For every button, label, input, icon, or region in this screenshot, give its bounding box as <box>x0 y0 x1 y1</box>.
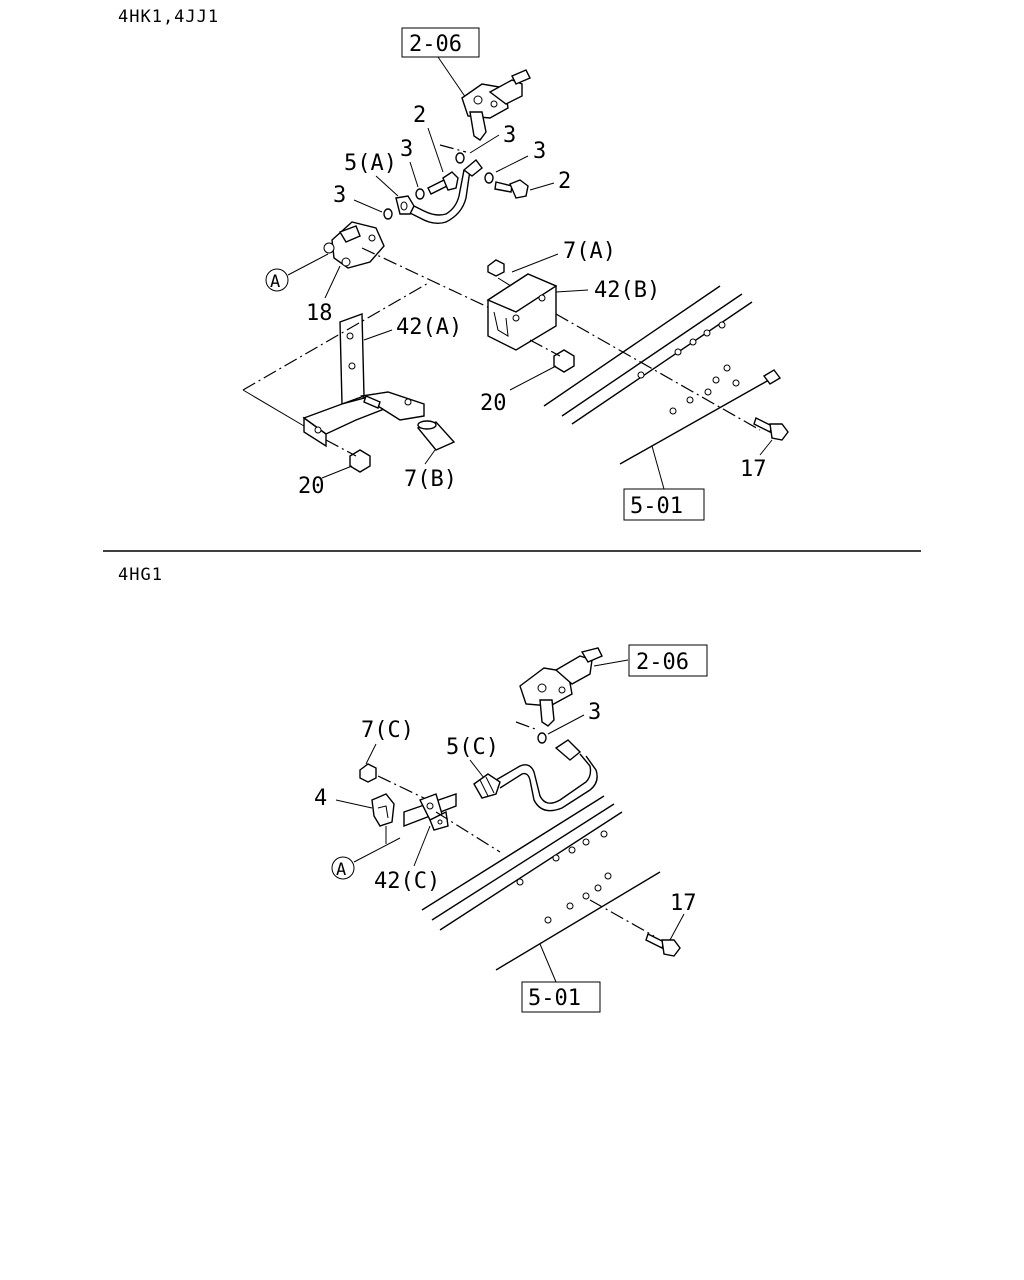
washer-3-d <box>383 208 393 220</box>
ref-5-01-top: 5-01 <box>630 494 683 519</box>
fitting-5c <box>473 773 501 799</box>
label-7b: 7(B) <box>404 467 457 492</box>
leader-2-06-bottom <box>593 659 629 667</box>
label-4: 4 <box>314 786 327 811</box>
washer-3-b <box>415 188 425 200</box>
fitting-5a <box>395 195 415 215</box>
leader-18 <box>324 265 341 299</box>
leader-17-top <box>759 439 773 456</box>
label-42c: 42(C) <box>374 869 440 894</box>
leader-3-mid <box>409 161 419 188</box>
ref-5-01-bottom: 5-01 <box>528 986 581 1011</box>
label-20-right: 20 <box>480 391 507 416</box>
ref-2-06-top: 2-06 <box>409 32 462 57</box>
brake-pipe-top <box>403 169 471 225</box>
label-circle-a-top: A <box>270 272 280 292</box>
bracket-42b <box>486 273 558 351</box>
ref-2-06-bottom: 2-06 <box>636 650 689 675</box>
leader-circle-a-top <box>287 253 329 276</box>
bracket-42c <box>403 793 457 831</box>
label-42b: 42(B) <box>594 278 660 303</box>
ref-box-2-06-top <box>401 27 480 58</box>
label-3-bottom: 3 <box>588 700 601 725</box>
leader-2-right <box>529 182 555 191</box>
circle-a-bottom <box>331 856 355 880</box>
leader-20-right <box>509 365 557 391</box>
nut-20-right <box>553 349 575 373</box>
bracket-42a <box>302 313 425 448</box>
bolt-17-top <box>753 417 789 441</box>
label-2-right: 2 <box>558 169 571 194</box>
leader-7b <box>424 449 436 465</box>
washer-3-bottom <box>537 732 547 744</box>
section-title-bottom: 4HG1 <box>118 565 163 585</box>
leader-5c <box>469 759 485 779</box>
frame-rail-bottom <box>421 795 661 971</box>
label-circle-a-bottom: A <box>336 860 346 880</box>
leader-7a <box>511 253 559 273</box>
leader-17-bottom <box>669 913 685 941</box>
pipe-fitting-top <box>462 158 483 177</box>
label-3-left: 3 <box>333 183 346 208</box>
label-3-right-upper: 3 <box>503 123 516 148</box>
ref-box-2-06-bottom <box>628 644 708 677</box>
leader-3-left <box>353 199 383 213</box>
spacer-7b <box>416 420 456 451</box>
nut-20-lower <box>349 449 371 473</box>
circle-a-top <box>265 268 289 292</box>
brake-pipe-bottom <box>495 753 592 804</box>
label-2-upper: 2 <box>413 103 426 128</box>
leader-3-right-upper <box>469 134 500 154</box>
label-17-bottom: 17 <box>670 891 697 916</box>
leader-3-bottom <box>547 714 585 735</box>
label-5a: 5(A) <box>344 151 397 176</box>
nut-7c <box>359 763 377 783</box>
pipe-fitting-bottom <box>554 739 582 761</box>
leader-4 <box>335 799 373 809</box>
washer-3-c <box>484 172 494 184</box>
frame-rail-top <box>543 285 782 465</box>
valve-18 <box>323 221 385 269</box>
clip-4 <box>371 793 395 827</box>
bottom-assembly: 2-06 3 5(C) 7(C) <box>314 644 708 1013</box>
label-3-right: 3 <box>533 139 546 164</box>
leader-2-upper <box>427 127 444 173</box>
leader-5-01-bottom <box>539 943 557 983</box>
leader-20-lower <box>321 465 353 479</box>
label-7a: 7(A) <box>563 239 616 264</box>
label-20-lower: 20 <box>298 474 325 499</box>
master-cylinder-bottom <box>519 647 603 727</box>
leader-3-right <box>495 155 529 173</box>
leader-42b <box>555 289 589 293</box>
label-3-mid: 3 <box>400 137 413 162</box>
washer-3-a <box>455 152 465 164</box>
label-18: 18 <box>306 301 333 326</box>
leader-2-06-top <box>437 56 467 99</box>
bolt-42a <box>363 395 381 409</box>
nut-7a <box>487 259 505 277</box>
bolt-2-right <box>494 179 529 199</box>
master-cylinder-top <box>461 69 531 141</box>
leader-42a <box>363 329 393 341</box>
bolt-2-upper <box>427 171 459 195</box>
label-42a: 42(A) <box>396 315 462 340</box>
leader-circle-a-bottom <box>353 837 401 863</box>
ref-box-5-01-bottom <box>521 981 601 1013</box>
leader-42c <box>413 825 431 867</box>
label-7c: 7(C) <box>361 718 414 743</box>
leader-5-01-top <box>651 445 665 490</box>
label-5c: 5(C) <box>446 735 499 760</box>
label-17-top: 17 <box>740 457 767 482</box>
leader-7c <box>365 743 377 765</box>
leader-5a <box>375 175 399 197</box>
section-title-top: 4HK1,4JJ1 <box>118 7 219 27</box>
top-assembly: 2-06 2 3 3 3 2 <box>242 27 789 521</box>
bolt-17-bottom <box>645 933 681 957</box>
